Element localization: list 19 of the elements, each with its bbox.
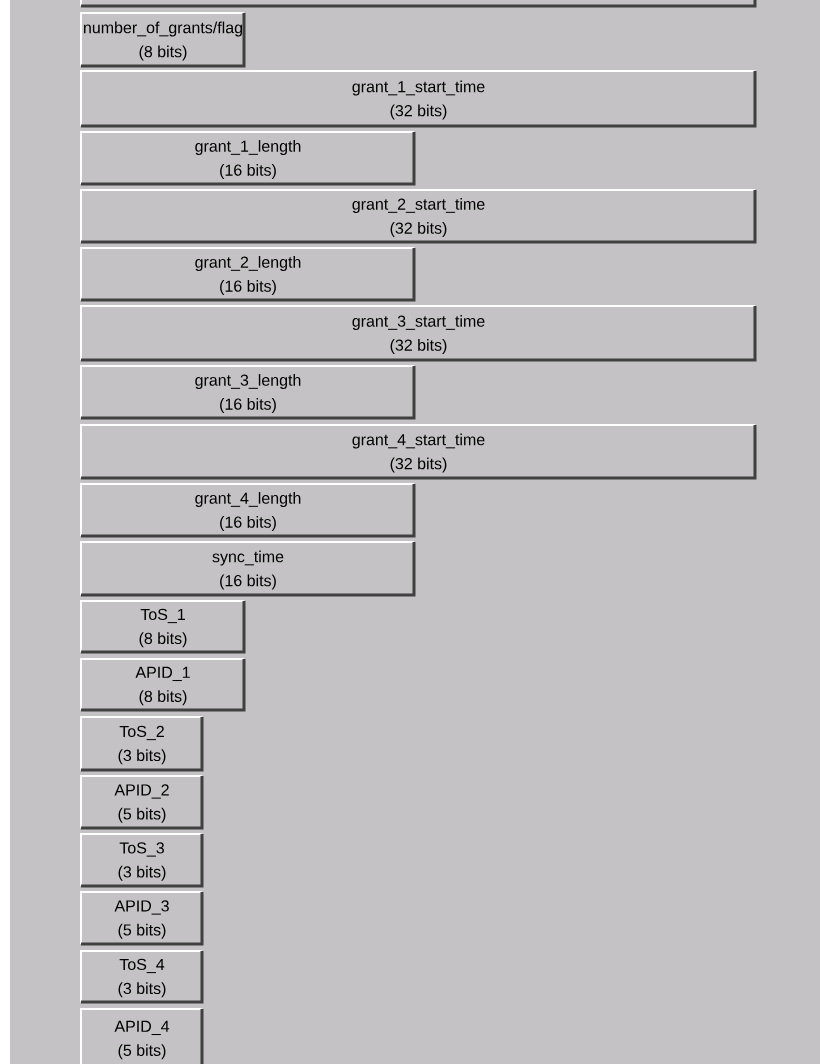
field-box: grant_2_length (16 bits) <box>80 247 416 302</box>
field-box: grant_4_length (16 bits) <box>80 483 416 538</box>
field-box: grant_2_start_time (32 bits) <box>80 189 757 244</box>
field-box: grant_4_start_time (32 bits) <box>80 424 757 480</box>
field-box: APID_2 (5 bits) <box>80 775 204 830</box>
field-box: grant_1_length (16 bits) <box>80 131 416 186</box>
field-box: grant_3_length (16 bits) <box>80 365 416 420</box>
field-box: ToS_4 (3 bits) <box>80 950 204 1004</box>
field-box: APID_3 (5 bits) <box>80 891 204 946</box>
field-box: sync_time (16 bits) <box>80 541 416 597</box>
field-bar <box>80 0 757 8</box>
field-box: ToS_1 (8 bits) <box>80 600 246 654</box>
field-box: APID_1 (8 bits) <box>80 658 246 712</box>
field-box: ToS_2 (3 bits) <box>80 716 204 772</box>
field-box: grant_1_start_time (32 bits) <box>80 70 757 128</box>
field-box: ToS_3 (3 bits) <box>80 833 204 888</box>
field-box: number_of_grants/flag (8 bits) <box>80 12 246 68</box>
field-box: grant_3_start_time (32 bits) <box>80 305 757 362</box>
field-box: APID_4 (5 bits) <box>80 1008 204 1064</box>
